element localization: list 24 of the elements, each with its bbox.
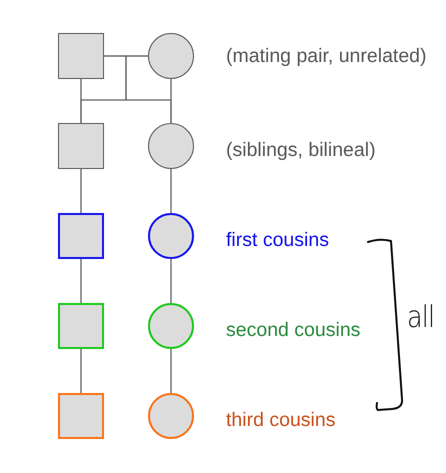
pedigree-circle — [148, 213, 194, 259]
annotation-text: second cousins — [226, 318, 360, 342]
pedigree-line — [170, 169, 172, 213]
annotation-text: first cousins — [226, 228, 329, 252]
handwritten-note: all — [407, 300, 434, 336]
pedigree-circle — [148, 393, 194, 439]
pedigree-square — [58, 213, 104, 259]
pedigree-circle — [148, 303, 194, 349]
annotation-text: (mating pair, unrelated) — [226, 44, 427, 68]
pedigree-line — [170, 79, 172, 123]
pedigree-line — [80, 349, 82, 393]
pedigree-square — [58, 303, 104, 349]
pedigree-line — [80, 259, 82, 303]
pedigree-square — [58, 123, 104, 169]
pedigree-circle — [148, 33, 194, 79]
pedigree-square — [58, 393, 104, 439]
pedigree-line — [170, 349, 172, 393]
pedigree-line — [170, 259, 172, 303]
annotation-text: (siblings, bilineal) — [226, 138, 376, 162]
pedigree-circle — [148, 123, 194, 169]
pedigree-square — [58, 33, 104, 79]
pedigree-line — [80, 169, 82, 213]
annotation-text: third cousins — [226, 408, 336, 432]
pedigree-line — [80, 55, 148, 123]
